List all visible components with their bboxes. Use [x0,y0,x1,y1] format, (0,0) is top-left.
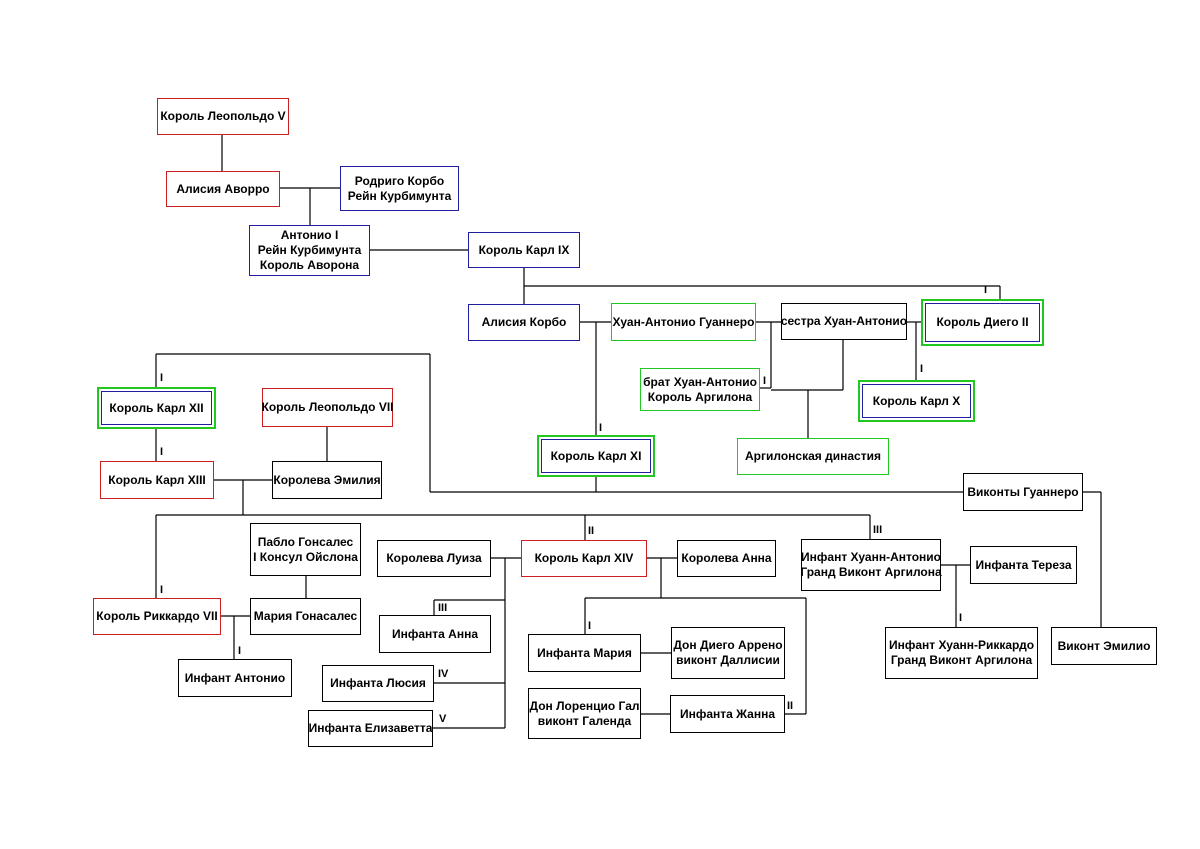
node-leopold-v: Король Леопольдо V [157,98,289,135]
node-queen-emilia: Королева Эмилия [272,461,382,499]
node-karl-xiv: Король Карл XIV [521,540,647,577]
node-frame [101,391,212,425]
node-infant-juan-rikkardo: Инфант Хуанн-Риккардо Гранд Виконт Аргил… [885,627,1038,679]
node-rodrigo-korbo: Родриго Корбо Рейн Курбимунта [340,166,459,211]
order-mark: I [160,372,164,384]
node-karl-xi: Король Карл XI [537,435,655,477]
node-infant-juan-antonio: Инфант Хуанн-Антонио Гранд Виконт Аргило… [800,539,942,591]
node-brother-juan-antonio: брат Хуан-Антонио Король Аргилона [640,368,760,411]
node-infanta-zhanna: Инфанта Жанна [670,695,785,733]
node-infanta-elizaveta: Инфанта Елизаветта [308,710,433,747]
node-don-lorenzo: Дон Лоренцио Гал виконт Галенда [528,688,641,739]
order-mark: I [238,645,242,657]
node-pablo-gonsales: Пабло Гонсалес I Консул Ойслона [250,523,361,576]
node-diego-ii: Король Диего II [921,299,1044,346]
node-karl-xii: Король Карл XII [97,387,216,429]
order-mark: II [787,700,794,712]
order-mark: V [439,713,447,725]
node-frame [925,303,1040,342]
node-frame [862,384,971,418]
node-infanta-anna: Инфанта Анна [379,615,491,653]
node-sister-juan-antonio: сестра Хуан-Антонио [781,303,907,340]
order-mark: I [588,620,592,632]
node-don-diego-arreno: Дон Диего Аррено виконт Даллисии [671,627,785,679]
node-viscounts-guannero: Виконты Гуаннеро [963,473,1083,511]
node-rikkardo-vii: Король Риккардо VII [93,598,221,635]
node-karl-x: Король Карл X [858,380,975,422]
node-infanta-tereza: Инфанта Тереза [970,546,1077,584]
node-maria-gonsales: Мария Гонасалес [250,598,361,635]
node-infanta-maria: Инфанта Мария [528,634,641,672]
order-mark: I [920,363,924,375]
node-antonio-i: Антонио I Рейн Курбимунта Король Аворона [249,225,370,276]
node-queen-anna: Королева Анна [677,540,776,577]
node-alicia-korbo: Алисия Корбо [468,304,580,341]
order-mark: I [959,612,963,624]
order-mark: III [438,602,448,614]
order-mark: II [588,525,595,537]
node-karl-ix: Король Карл IX [468,232,580,268]
node-viscount-emilio: Виконт Эмилио [1051,627,1157,665]
node-juan-antonio: Хуан-Антонио Гуаннеро [611,303,756,341]
order-mark: IV [438,668,449,680]
order-mark: I [160,584,164,596]
node-karl-xiii: Король Карл XIII [100,461,214,499]
order-mark: I [763,375,767,387]
node-infanta-lusia: Инфанта Люсия [322,665,434,702]
order-mark: I [160,446,164,458]
node-queen-luiza: Королева Луиза [377,540,491,577]
order-mark: III [873,524,883,536]
order-mark: I [984,284,988,296]
node-argilon-dynasty: Аргилонская династия [737,438,889,475]
node-frame [541,439,651,473]
node-leopold-vii: Король Леопольдо VII [262,388,394,427]
node-infant-antonio: Инфант Антонио [178,659,292,697]
order-mark: I [599,422,603,434]
node-alicia-avorro: Алисия Аворро [166,171,280,207]
